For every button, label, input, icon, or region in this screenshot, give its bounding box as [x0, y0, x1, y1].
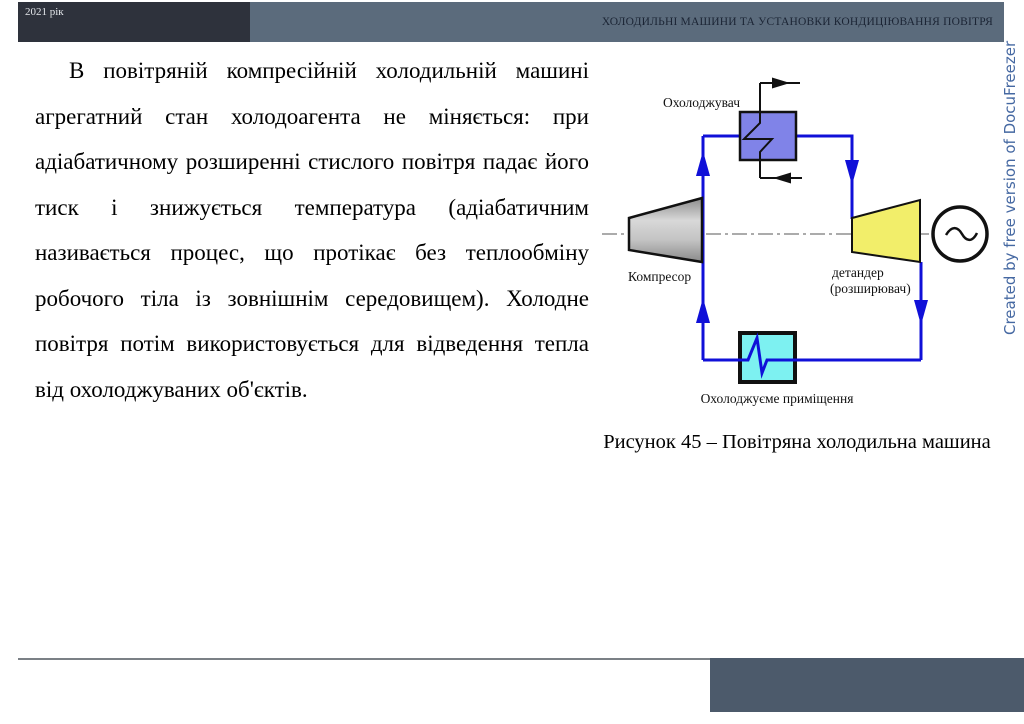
flow-arrow-down-icon	[914, 300, 928, 325]
footer-divider-line	[18, 658, 710, 660]
flow-arrow-up-icon	[696, 298, 710, 323]
year-label: 2021 рік	[25, 6, 64, 18]
compressor-label: Компресор	[628, 269, 691, 284]
flow-arrow-up-icon	[696, 151, 710, 176]
pipe-cooled-room-run	[703, 332, 921, 379]
cooling-water-zigzag-pipe	[741, 83, 775, 178]
body-paragraph: В повітряній компресійній холодильній ма…	[35, 58, 589, 402]
generator-circle	[931, 205, 989, 263]
compressor-shape	[627, 196, 704, 264]
cooler-label: Охолоджувач	[663, 95, 740, 110]
figure-caption: Рисунок 45 – Повітряна холодильна машина	[603, 431, 991, 453]
tilde-icon	[944, 226, 979, 242]
expander-label-line1: детандер	[832, 265, 884, 280]
flow-arrow-down-icon	[845, 160, 859, 185]
arrow-right-icon	[772, 77, 790, 89]
pipe-cooler-to-expander	[796, 134, 854, 219]
cooler-box	[738, 110, 798, 162]
cooled-room-label: Охолоджуєме приміщення	[701, 391, 854, 406]
arrow-left-icon	[773, 172, 791, 184]
page-title: ХОЛОДИЛЬНІ МАШИНИ ТА УСТАНОВКИ КОНДИЦІЮВ…	[601, 16, 993, 28]
expander-label-line2: (розширювач)	[830, 281, 911, 296]
footer-dark-block	[710, 658, 1024, 712]
expander-shape	[851, 198, 921, 264]
header-title-bar: ХОЛОДИЛЬНІ МАШИНИ ТА УСТАНОВКИ КОНДИЦІЮВ…	[250, 2, 1004, 42]
header-year-box: 2021 рік	[18, 2, 250, 42]
figure-diagram: Охолоджувач Компресор детандер (розширюв…	[602, 77, 989, 406]
